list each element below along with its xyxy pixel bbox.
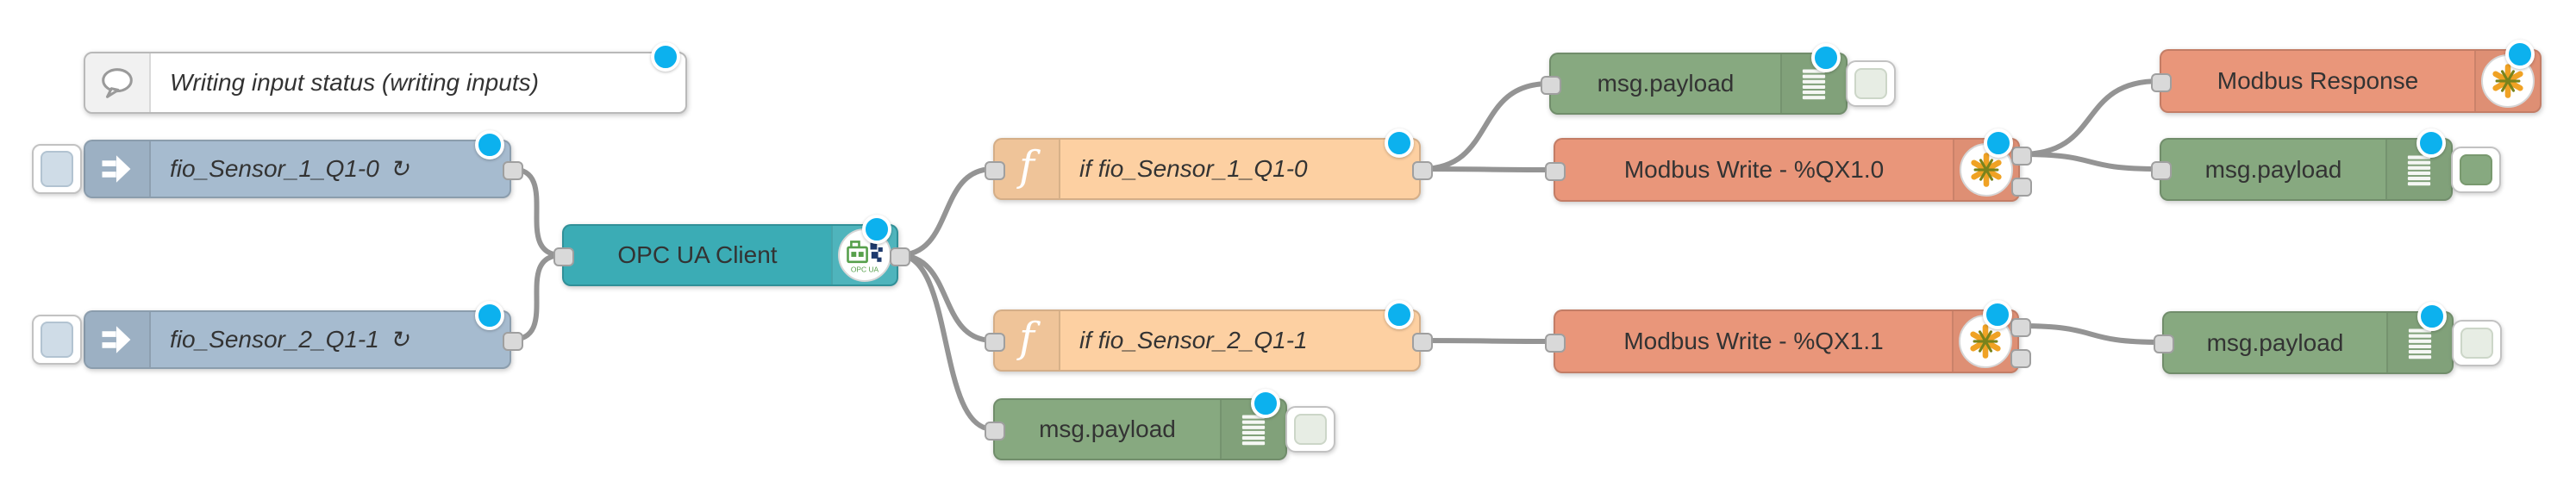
function-icon-strip: f bbox=[995, 311, 1060, 370]
node-modbus_response[interactable]: Modbus Response bbox=[2151, 40, 2542, 113]
output-port-1[interactable] bbox=[1412, 161, 1433, 180]
wire-opcua-to-fn2[interactable] bbox=[896, 253, 996, 343]
changed-indicator bbox=[2417, 128, 2446, 158]
debug-toggle-state bbox=[1294, 414, 1327, 445]
changed-indicator bbox=[2417, 302, 2447, 331]
output-port-1[interactable] bbox=[2010, 318, 2031, 337]
inject-button-fill bbox=[41, 151, 73, 187]
node-label: fio_Sensor_1_Q1-0↻ bbox=[170, 155, 410, 182]
wire-inject1-to-opcua[interactable] bbox=[509, 166, 565, 258]
node-label: Modbus Write - %QX1.1 bbox=[1623, 328, 1884, 354]
input-port[interactable] bbox=[985, 422, 1005, 441]
changed-indicator bbox=[1385, 128, 1414, 158]
changed-indicator bbox=[1251, 389, 1280, 418]
repeat-indicator-icon: ↻ bbox=[389, 327, 410, 353]
wire-fn1-to-modbus_write_0[interactable] bbox=[1418, 166, 1556, 172]
node-label: OPC UA Client bbox=[617, 241, 778, 268]
input-port[interactable] bbox=[2151, 161, 2172, 180]
output-port-2[interactable] bbox=[2011, 178, 2032, 197]
input-port[interactable] bbox=[2151, 73, 2172, 92]
node-comment[interactable]: Writing input status (writing inputs) bbox=[84, 42, 687, 114]
node-label: Modbus Response bbox=[2216, 67, 2419, 94]
inject-button-fill bbox=[41, 322, 73, 358]
output-port-1[interactable] bbox=[503, 161, 523, 180]
input-port[interactable] bbox=[985, 333, 1005, 352]
node-label: msg.payload bbox=[2204, 155, 2342, 183]
node-dbg_bottom_mid[interactable]: msg.payload bbox=[985, 389, 1335, 460]
input-port[interactable] bbox=[1545, 162, 1566, 181]
wire-opcua-to-dbg_bottom_mid[interactable] bbox=[896, 253, 996, 432]
debug-toggle-button[interactable] bbox=[2452, 319, 2502, 366]
node-dbg_top[interactable]: msg.payload bbox=[1541, 43, 1896, 115]
node-modbus_write_1[interactable]: Modbus Write - %QX1.1 bbox=[1545, 300, 2031, 373]
inject-arrow-icon bbox=[102, 155, 131, 183]
input-port[interactable] bbox=[985, 161, 1005, 180]
node-label: fio_Sensor_2_Q1-1↻ bbox=[170, 326, 410, 353]
changed-indicator bbox=[862, 215, 891, 244]
opcua-badge-text: OPC UA bbox=[851, 266, 879, 274]
output-port-1[interactable] bbox=[2011, 147, 2032, 166]
node-label: if fio_Sensor_1_Q1-0 bbox=[1079, 155, 1308, 182]
inject-icon-strip bbox=[85, 312, 151, 367]
changed-indicator bbox=[1984, 128, 2013, 158]
changed-indicator bbox=[651, 42, 680, 72]
output-port-1[interactable] bbox=[890, 247, 910, 266]
output-port-1[interactable] bbox=[1412, 333, 1433, 352]
node-label: msg.payload bbox=[1039, 416, 1176, 442]
debug-toggle-state bbox=[2460, 327, 2493, 359]
node-fn2[interactable]: f if fio_Sensor_2_Q1-1 bbox=[985, 300, 1433, 372]
wire-modbus_write_0-to-dbg_right[interactable] bbox=[2017, 152, 2162, 172]
input-port[interactable] bbox=[2154, 334, 2174, 353]
debug-toggle-state bbox=[2460, 153, 2492, 185]
function-icon: f bbox=[1019, 314, 1035, 362]
node-label: Modbus Write - %QX1.0 bbox=[1623, 156, 1885, 183]
function-icon-strip: f bbox=[995, 140, 1060, 198]
node-label: msg.payload bbox=[2206, 328, 2344, 356]
node-dbg_right[interactable]: msg.payload bbox=[2151, 128, 2501, 201]
node-dbg_bottom_right[interactable]: msg.payload bbox=[2154, 302, 2502, 374]
node-label: Writing input status (writing inputs) bbox=[170, 69, 539, 96]
node-label: msg.payload bbox=[1597, 70, 1735, 97]
inject-button[interactable] bbox=[32, 315, 82, 365]
inject-button[interactable] bbox=[32, 144, 82, 194]
wire-fn1-to-dbg_top[interactable] bbox=[1418, 81, 1552, 172]
debug-toggle-state bbox=[1854, 68, 1887, 99]
changed-indicator bbox=[475, 130, 504, 159]
changed-indicator bbox=[1385, 300, 1414, 329]
debug-toggle-button[interactable] bbox=[1285, 406, 1335, 453]
function-icon: f bbox=[1019, 142, 1035, 191]
node-fn1[interactable]: f if fio_Sensor_1_Q1-0 bbox=[985, 128, 1433, 200]
debug-toggle-button[interactable] bbox=[1846, 60, 1896, 107]
inject-icon-strip bbox=[85, 141, 151, 197]
node-inject1[interactable]: fio_Sensor_1_Q1-0↻ bbox=[32, 130, 523, 198]
changed-indicator bbox=[475, 301, 504, 330]
input-port[interactable] bbox=[1541, 76, 1561, 95]
inject-arrow-icon bbox=[102, 326, 131, 353]
debug-output-icon bbox=[2407, 155, 2431, 185]
input-port[interactable] bbox=[1545, 334, 1566, 353]
wire-modbus_write_1-to-dbg_bottom_right[interactable] bbox=[2016, 323, 2165, 345]
wire-inject2-to-opcua[interactable] bbox=[509, 253, 565, 342]
wire-opcua-to-fn1[interactable] bbox=[896, 166, 996, 258]
output-port-1[interactable] bbox=[503, 332, 523, 351]
debug-toggle-button[interactable] bbox=[2451, 146, 2501, 193]
node-inject2[interactable]: fio_Sensor_2_Q1-1↻ bbox=[32, 301, 523, 369]
input-port[interactable] bbox=[553, 247, 574, 266]
changed-indicator bbox=[1983, 300, 2012, 329]
node-label: if fio_Sensor_2_Q1-1 bbox=[1079, 327, 1308, 353]
speech-bubble-icon bbox=[102, 68, 133, 98]
output-port-2[interactable] bbox=[2010, 349, 2031, 368]
changed-indicator bbox=[1811, 43, 1841, 72]
repeat-indicator-icon: ↻ bbox=[389, 156, 410, 182]
changed-indicator bbox=[2505, 40, 2535, 69]
comment-icon-strip bbox=[85, 53, 151, 112]
wire-modbus_write_0-to-modbus_response[interactable] bbox=[2017, 78, 2162, 157]
node-modbus_write_0[interactable]: Modbus Write - %QX1.0 bbox=[1545, 128, 2032, 202]
